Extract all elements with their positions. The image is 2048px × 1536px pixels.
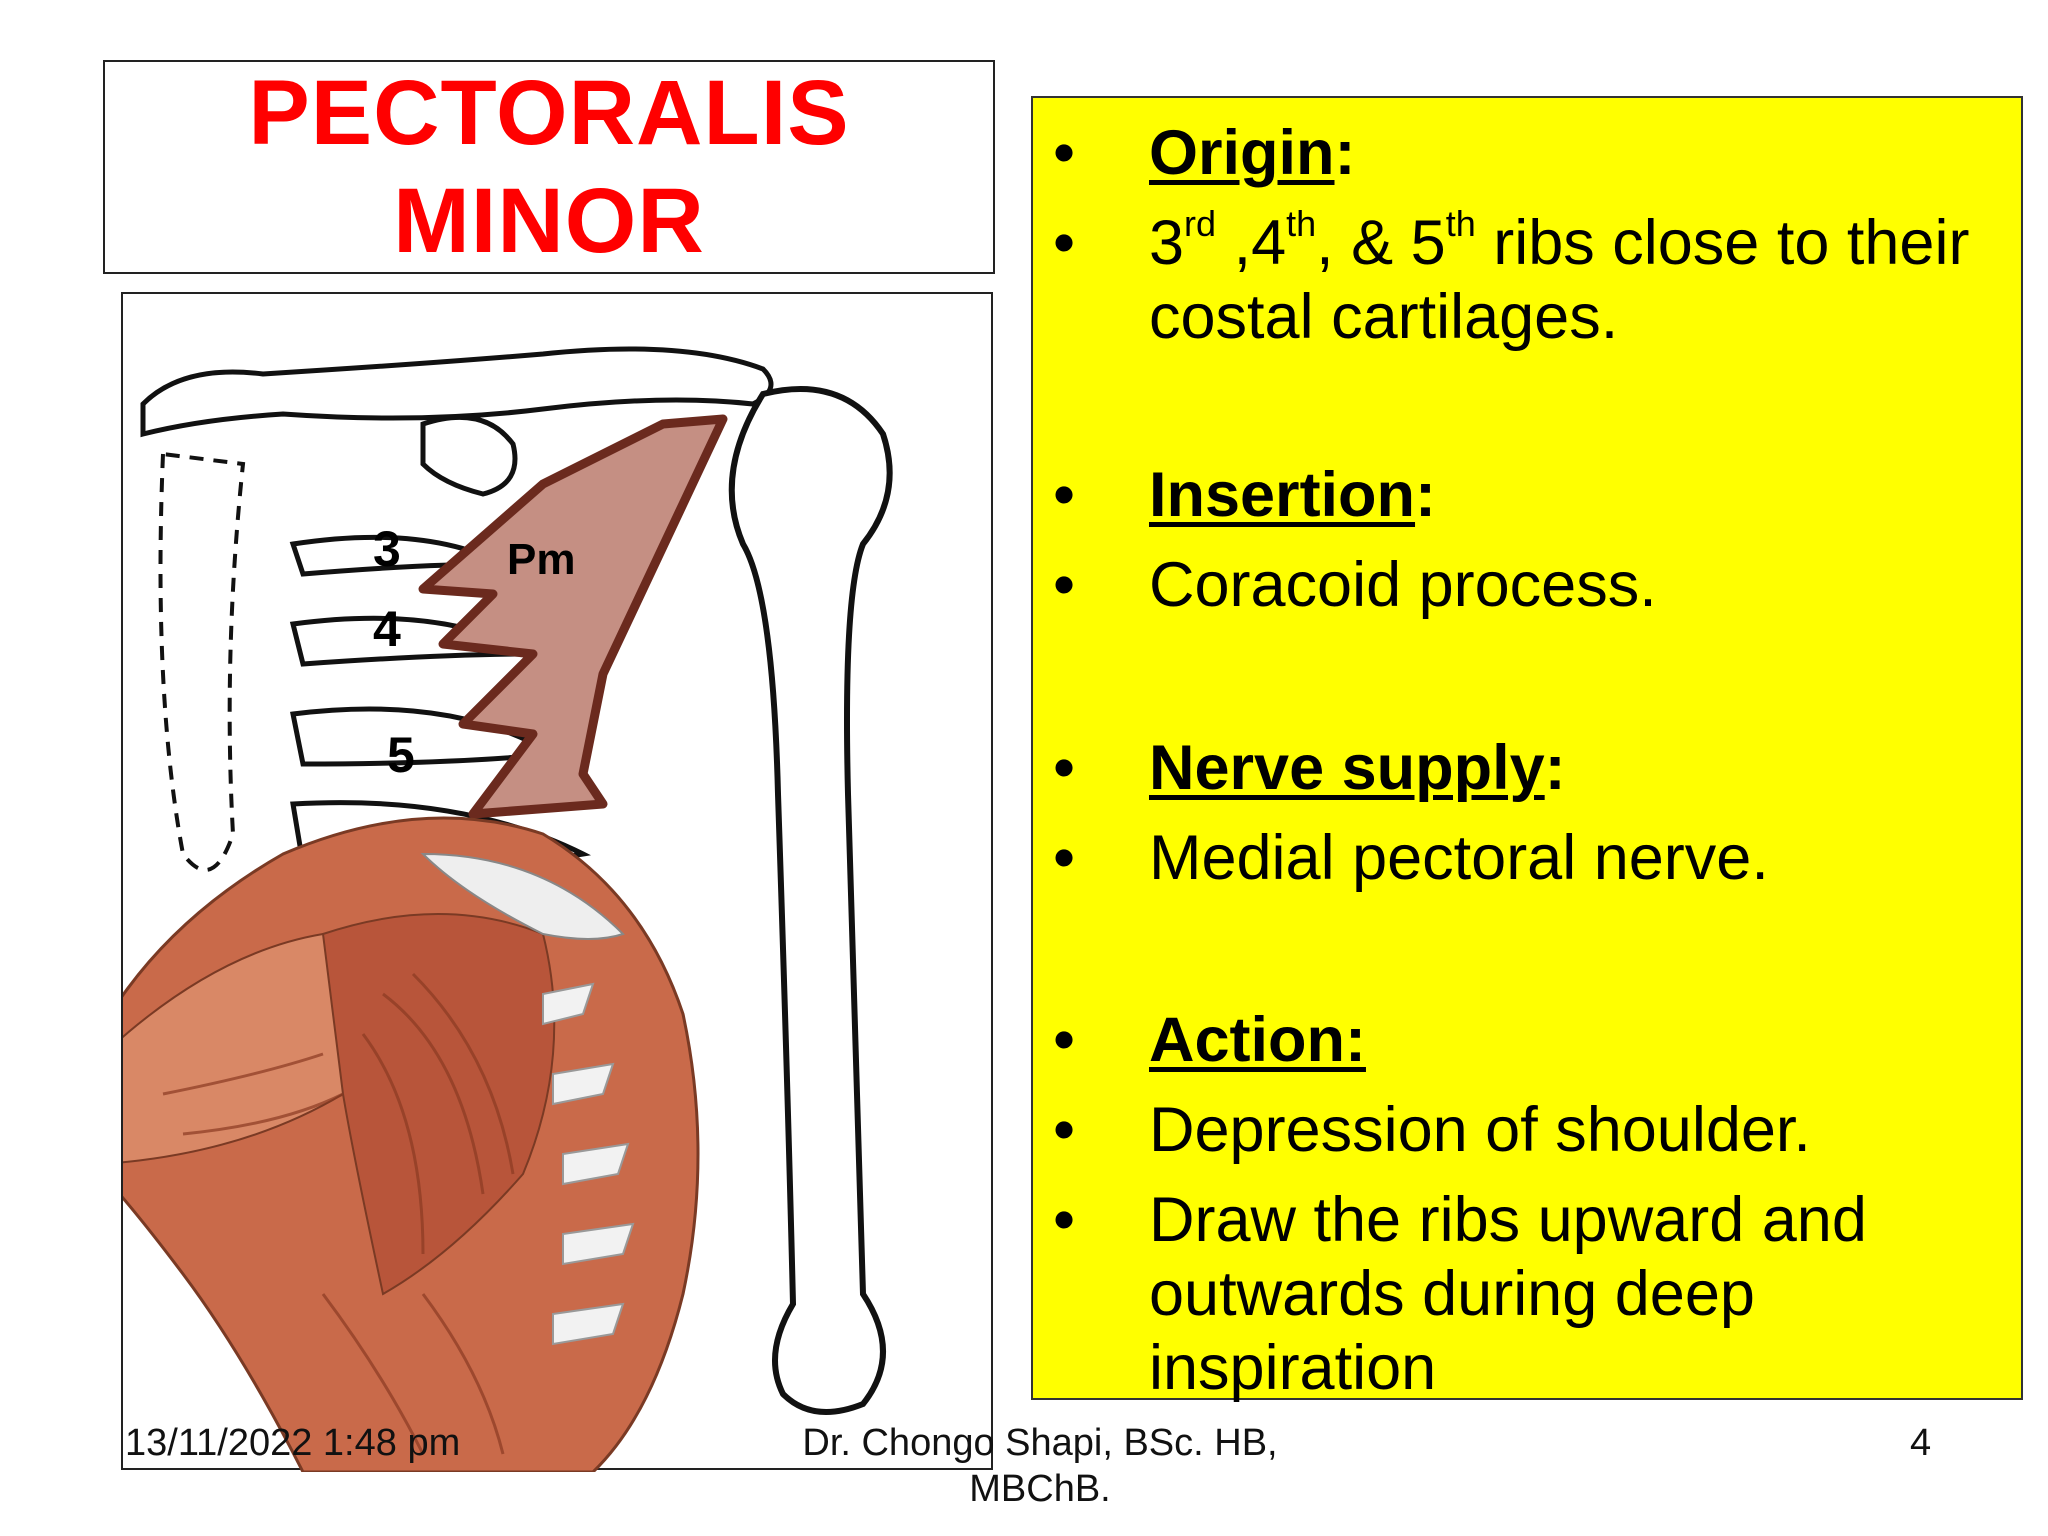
rib-label-4: 4	[373, 601, 401, 657]
bullet-dot: •	[1053, 1185, 1076, 1255]
title-line-2: MINOR	[393, 170, 705, 272]
bullet-dot: •	[1053, 823, 1076, 893]
sternum	[158, 451, 246, 872]
footer-author-line-2: MBChB.	[969, 1468, 1111, 1510]
pectoralis-minor-muscle	[418, 414, 728, 819]
humerus	[728, 386, 893, 1415]
nerve-heading: Nerve supply	[1149, 733, 1545, 803]
footer-page-number: 4	[1910, 1422, 1932, 1464]
info-panel: • Origin: • 3rd ,4th, & 5th ribs close t…	[1031, 96, 2023, 1403]
bullet-dot: •	[1053, 733, 1076, 803]
anatomy-figure: 3 4 5 Pm	[121, 292, 993, 1472]
muscle-torso-illustration	[123, 816, 700, 1472]
footer-author-line-1: Dr. Chongo Shapi, BSc. HB,	[802, 1422, 1278, 1464]
action-text-2: Draw the ribs upward and outwards during…	[1149, 1185, 1867, 1403]
origin-text: 3rd ,4th, & 5th ribs close to their cost…	[1149, 203, 1970, 353]
title-line-1: PECTORALIS	[248, 62, 850, 164]
anatomy-illustration: 3 4 5 Pm	[123, 346, 893, 1472]
origin-heading: Origin	[1149, 118, 1335, 188]
footer-author: Dr. Chongo Shapi, BSc. HB, MBChB.	[780, 1420, 1300, 1512]
rib-label-5: 5	[387, 727, 415, 783]
action-heading: Action:	[1149, 1005, 1366, 1075]
coracoid	[420, 414, 518, 497]
bullet-dot: •	[1053, 460, 1076, 530]
bullet-dot: •	[1053, 208, 1076, 278]
bullet-dot: •	[1053, 1095, 1076, 1165]
bullet-dot: •	[1053, 118, 1076, 188]
footer-date: 13/11/2022 1:48 pm	[125, 1422, 461, 1464]
action-text-1: Depression of shoulder.	[1149, 1095, 1811, 1165]
rib-label-3: 3	[373, 521, 401, 577]
bullet-dot: •	[1053, 1005, 1076, 1075]
muscle-label-pm: Pm	[507, 535, 575, 584]
insertion-heading: Insertion	[1149, 460, 1416, 530]
insertion-text: Coracoid process.	[1149, 550, 1657, 620]
title-box: PECTORALIS MINOR	[103, 60, 995, 274]
bullet-dot: •	[1053, 550, 1076, 620]
nerve-text: Medial pectoral nerve.	[1149, 823, 1769, 893]
